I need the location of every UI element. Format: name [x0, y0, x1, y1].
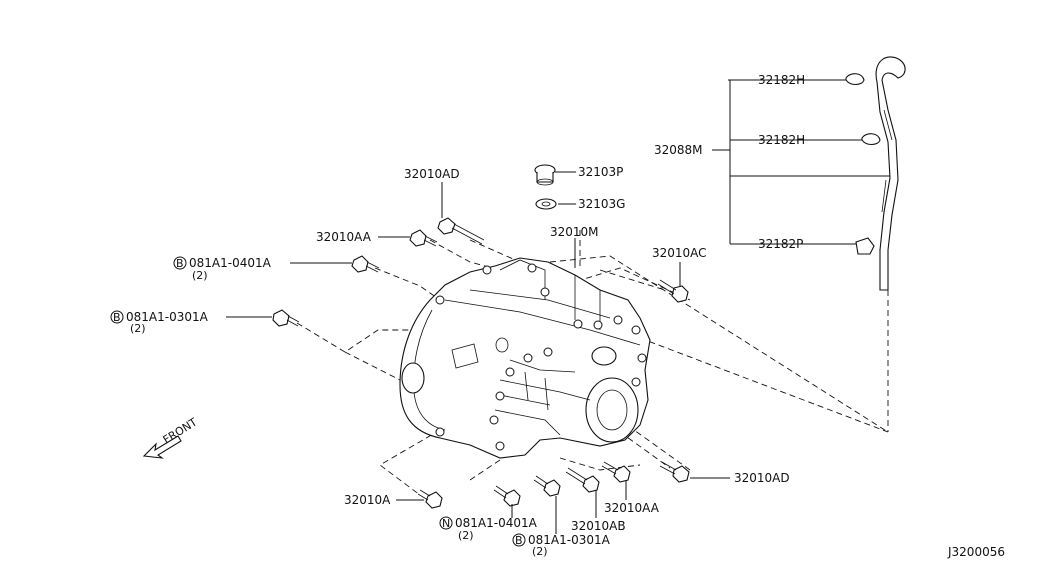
bolt-32010AC [657, 279, 689, 303]
prefix-circle-b2 [110, 310, 124, 324]
label-081A1-0401A-bottom: 081A1-0401A [455, 516, 538, 530]
label-32010AA-bottom: 32010AA [604, 501, 660, 515]
label-32010M: 32010M [550, 225, 599, 239]
clip-32182H-2 [861, 133, 881, 146]
label-32088M: 32088M [654, 143, 703, 157]
prefix-circle-b3 [512, 533, 526, 547]
label-32103G: 32103G [578, 197, 625, 211]
label-081A1-0301A-left: 081A1-0301A [126, 310, 209, 324]
qty-081A1-0401A-bottom: (2) [458, 529, 474, 542]
label-32010AC: 32010AC [652, 246, 707, 260]
bolt-32010AB [565, 467, 600, 493]
clip-32182H-1 [845, 73, 865, 86]
bolt-081A1-0301A-bottom [533, 475, 561, 497]
prefix-circle-b1 [173, 256, 187, 270]
bolt-081A1-0301A-left [272, 309, 300, 327]
label-32103P: 32103P [578, 165, 623, 179]
front-arrow-icon [142, 435, 182, 459]
leader-lines [226, 79, 890, 534]
label-32182H-1: 32182H [758, 73, 805, 87]
prefix-letter-b2: B [113, 311, 121, 324]
transmission-case [399, 257, 651, 459]
plug-32103P [534, 164, 556, 186]
qty-081A1-0301A-left: (2) [130, 322, 146, 335]
bolt-32010AD-top [437, 217, 485, 245]
label-32182H-2: 32182H [758, 133, 805, 147]
clip-32182P [855, 237, 875, 255]
dipstick-tube-32088M [875, 56, 906, 291]
bolt-081A1-0401A-top [351, 255, 380, 273]
label-32010AD-top: 32010AD [404, 167, 460, 181]
prefix-circle-n1 [439, 516, 453, 530]
prefix-letter-b3: B [515, 534, 523, 547]
label-32010AD-bottom: 32010AD [734, 471, 790, 485]
qty-081A1-0301A-bottom: (2) [532, 545, 548, 558]
label-32010AA-top: 32010AA [316, 230, 372, 244]
bolt-32010A [417, 489, 443, 509]
label-081A1-0401A-top: 081A1-0401A [189, 256, 272, 270]
qty-081A1-0401A-top: (2) [192, 269, 208, 282]
label-32010A: 32010A [344, 493, 391, 507]
bolt-32010AA-bottom [601, 461, 631, 483]
bolt-32010AA-top [409, 229, 438, 247]
prefix-letter-b1: B [176, 257, 184, 270]
label-32010AB: 32010AB [571, 519, 626, 533]
prefix-letter-n1: N [442, 517, 450, 530]
washer-32103G [535, 198, 557, 210]
label-32182P: 32182P [758, 237, 803, 251]
bolt-081A1-0401A-bottom [493, 485, 521, 507]
bolt-32010AD-bottom [659, 461, 690, 483]
diagram-id: J3200056 [947, 545, 1005, 559]
label-081A1-0301A-bottom: 081A1-0301A [528, 533, 611, 547]
